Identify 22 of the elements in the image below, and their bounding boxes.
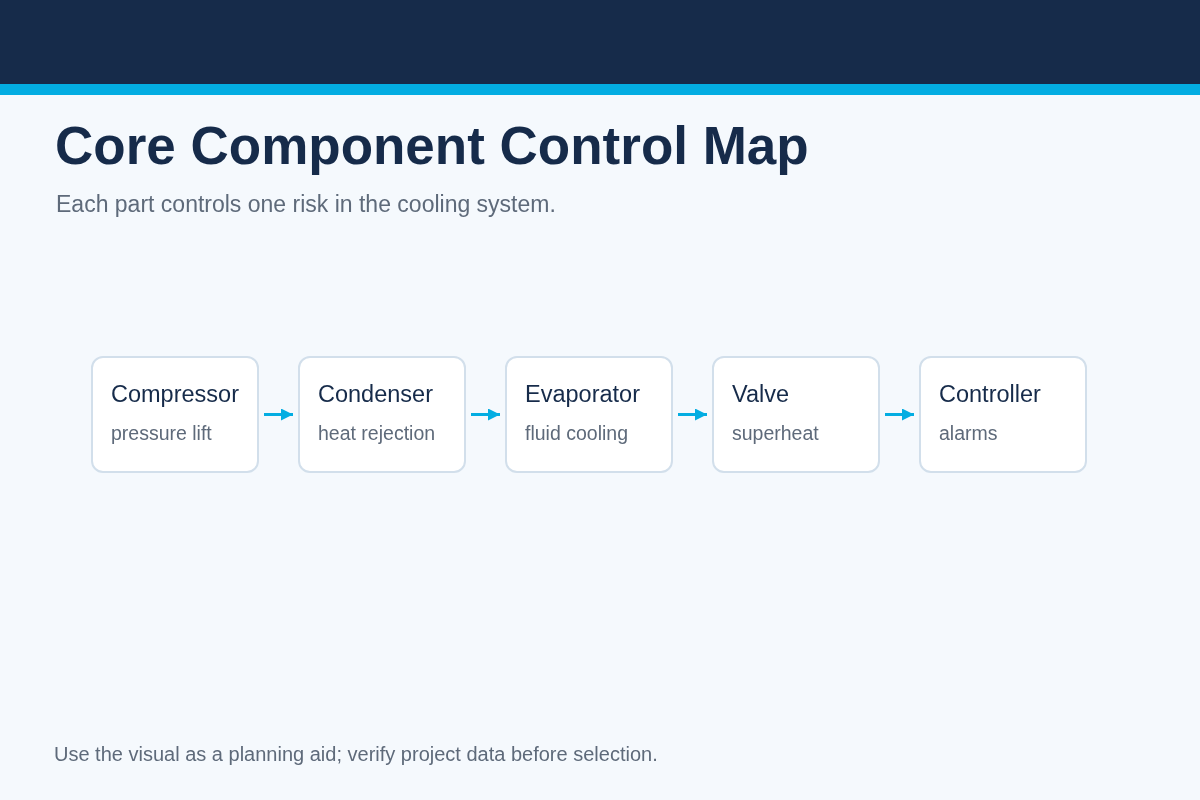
component-name: Evaporator [525,380,640,409]
component-role: pressure lift [111,422,212,446]
subtitle: Each part controls one risk in the cooling system. [56,191,556,219]
component-name: Condenser [318,380,433,409]
process-box [919,356,1087,473]
component-role: alarms [939,422,998,446]
component-role: superheat [732,422,819,446]
arrow [264,408,293,421]
component-role: fluid cooling [525,422,628,446]
title: Core Component Control Map [55,115,809,177]
arrow [678,408,707,421]
arrow [885,408,914,421]
component-name: Compressor [111,380,239,409]
arrow [471,408,500,421]
component-name: Controller [939,380,1041,409]
process-box [505,356,673,473]
process-box [91,356,259,473]
process-box [298,356,466,473]
component-name: Valve [732,380,790,409]
process-box [712,356,880,473]
component-role: heat rejection [318,422,436,446]
footnote: Use the visual as a planning aid; verify project data before selection. [54,742,658,766]
